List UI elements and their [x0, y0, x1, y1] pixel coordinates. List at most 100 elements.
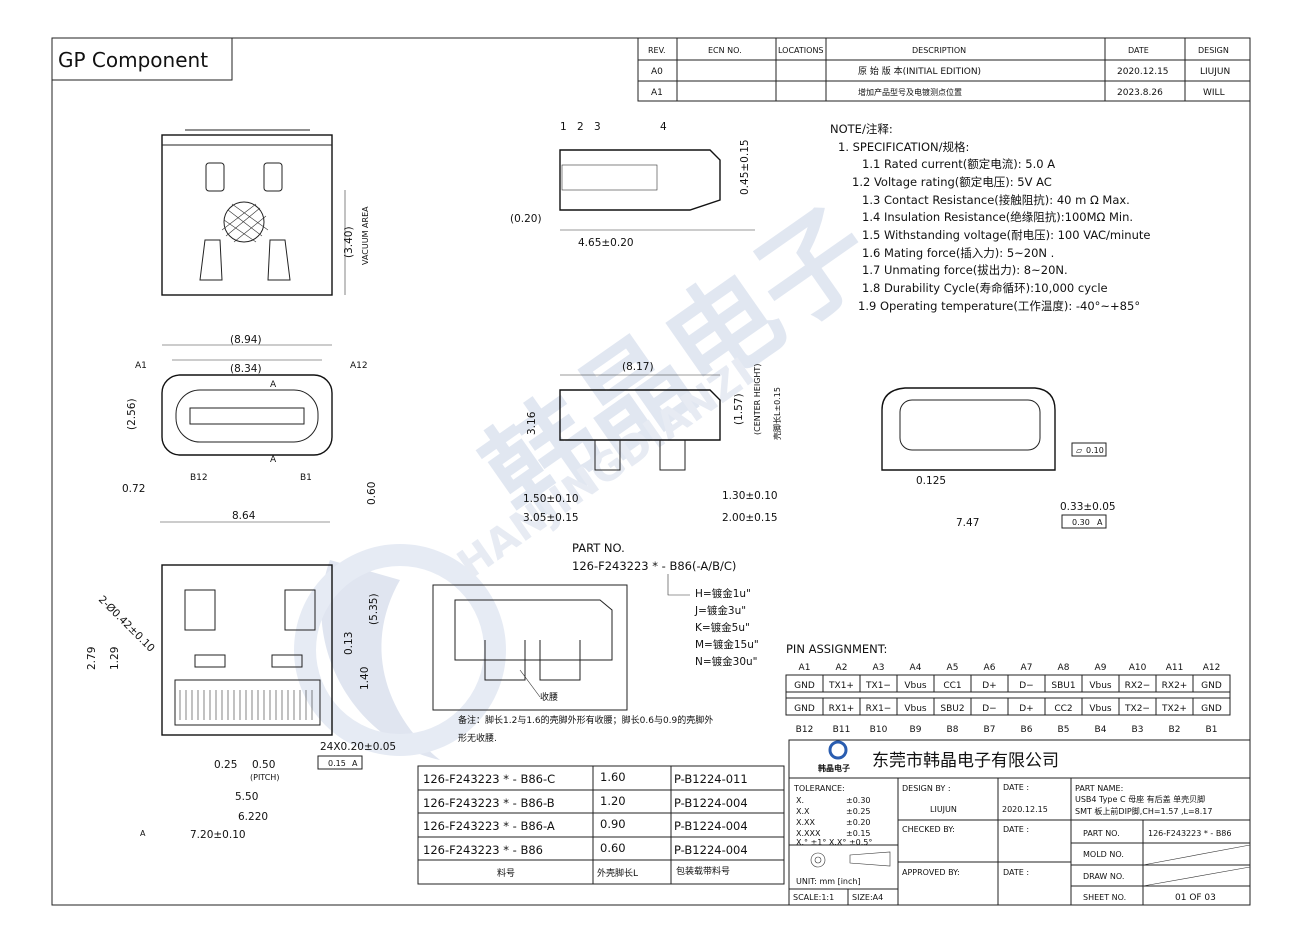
svg-text:(CENTER HEIGHT): (CENTER HEIGHT) — [753, 364, 762, 435]
svg-text:VACUUM AREA: VACUUM AREA — [361, 206, 370, 265]
pin-signal: Vbus — [1089, 681, 1112, 691]
svg-text:备注：脚长1.2与1.6的壳脚外形有收腰；脚长0.6与0.9: 备注：脚长1.2与1.6的壳脚外形有收腰；脚长0.6与0.9的壳脚外 — [458, 714, 713, 726]
svg-text:DATE :: DATE : — [1003, 825, 1029, 834]
watermark: 韩晶电子 HANJINGDIANZI — [294, 184, 895, 760]
svg-text:A: A — [140, 829, 146, 838]
svg-text:DRAW NO.: DRAW NO. — [1083, 872, 1124, 881]
svg-text:0.90: 0.90 — [600, 817, 626, 831]
pin-label: B11 — [833, 725, 851, 735]
svg-text:±0.30: ±0.30 — [846, 796, 871, 805]
svg-text:X.° ±1° X.X° ±0.5°: X.° ±1° X.X° ±0.5° — [796, 838, 872, 847]
svg-text:LOCATIONS: LOCATIONS — [778, 46, 824, 55]
part-number-legend: PART NO. 126-F243223 * - B86(-A/B/C) H=镀… — [572, 541, 759, 668]
svg-text:PART NAME:: PART NAME: — [1075, 784, 1123, 793]
svg-text:B12: B12 — [190, 473, 208, 483]
svg-text:A: A — [352, 759, 358, 768]
pin-label: A9 — [1095, 663, 1107, 673]
svg-text:1.60: 1.60 — [600, 770, 626, 784]
spec-notes: NOTE/注释: 1. SPECIFICATION/规格: 1.1 Rated … — [830, 122, 1150, 313]
svg-text:韩晶电子: 韩晶电子 — [818, 763, 850, 773]
pin-signal: RX2+ — [1162, 681, 1188, 691]
svg-text:8.64: 8.64 — [232, 510, 256, 522]
pin-signal: TX1+ — [828, 681, 854, 691]
pin-assignment: PIN ASSIGNMENT: A1GNDGNDB12A2TX1+RX1+B11… — [785, 642, 1231, 735]
svg-text:形无收腰.: 形无收腰. — [458, 732, 497, 744]
svg-text:1.3 Contact Resistance(接触阻抗): 1.3 Contact Resistance(接触阻抗): 40 m Ω Max… — [862, 193, 1130, 207]
svg-text:0.25: 0.25 — [214, 759, 237, 771]
title-block: 韩晶电子 东莞市韩晶电子有限公司 TOLERANCE: X.±0.30 X.X±… — [788, 739, 1251, 906]
svg-text:(1.57): (1.57) — [733, 393, 745, 425]
svg-text:1.29: 1.29 — [109, 647, 121, 670]
svg-text:MOLD NO.: MOLD NO. — [1083, 850, 1124, 859]
svg-text:A: A — [270, 455, 277, 465]
svg-text:料号: 料号 — [497, 867, 515, 879]
svg-text:3.16: 3.16 — [526, 411, 538, 435]
svg-text:(3.40): (3.40) — [343, 226, 355, 258]
svg-text:X.XXX: X.XXX — [796, 829, 821, 838]
pin-label: A2 — [836, 663, 848, 673]
svg-text:6.220: 6.220 — [238, 811, 268, 823]
pin-label: A11 — [1166, 663, 1184, 673]
svg-text:韩晶电子: 韩晶电子 — [461, 184, 895, 541]
svg-text:收腰: 收腰 — [540, 691, 558, 703]
svg-text:原 始 版 本(INITIAL EDITION): 原 始 版 本(INITIAL EDITION) — [858, 65, 981, 77]
svg-text:±0.25: ±0.25 — [846, 807, 871, 816]
svg-text:PIN ASSIGNMENT:: PIN ASSIGNMENT: — [786, 642, 887, 656]
svg-text:1.20: 1.20 — [600, 794, 626, 808]
svg-text:(8.94): (8.94) — [230, 334, 262, 346]
svg-text:2.79: 2.79 — [86, 647, 98, 670]
svg-text:P-B1224-011: P-B1224-011 — [674, 772, 748, 786]
pin-label: A10 — [1129, 663, 1147, 673]
svg-text:LIUJUN: LIUJUN — [930, 805, 957, 814]
pin-signal: Vbus — [904, 704, 927, 714]
pin-label: B3 — [1132, 725, 1144, 735]
side-view: 1 2 3 4 0.45±0.15 (0.20) 4.65±0.20 — [510, 121, 755, 249]
svg-text:CHECKED BY:: CHECKED BY: — [902, 825, 955, 834]
svg-text:东莞市韩晶电子有限公司: 东莞市韩晶电子有限公司 — [872, 751, 1059, 771]
svg-text:126-F243223 * - B86-C: 126-F243223 * - B86-C — [423, 772, 555, 786]
svg-text:⏥: ⏥ — [1076, 446, 1083, 455]
svg-text:0.60: 0.60 — [600, 841, 626, 855]
front-view: (8.94) (8.34) A1 A12 A A B12 B1 (2.56) 0… — [122, 334, 378, 523]
svg-text:SIZE:A4: SIZE:A4 — [852, 893, 883, 902]
svg-text:126-F243223 * - B86: 126-F243223 * - B86 — [1148, 829, 1231, 838]
svg-text:外壳脚长L: 外壳脚长L — [597, 867, 638, 879]
svg-text:壳脚长L±0.15: 壳脚长L±0.15 — [772, 387, 782, 440]
pin-signal: RX1+ — [829, 704, 855, 714]
pin-signal: GND — [794, 704, 815, 714]
svg-text:(2.56): (2.56) — [126, 398, 138, 430]
svg-text:(PITCH): (PITCH) — [250, 773, 279, 782]
pin-signal: Vbus — [904, 681, 927, 691]
svg-text:1.9 Operating temperature(工作温度: 1.9 Operating temperature(工作温度): -40°~+8… — [858, 299, 1140, 313]
projection-symbol-icon — [810, 852, 826, 868]
pin-signal: GND — [794, 681, 815, 691]
svg-text:1: 1 — [560, 121, 567, 133]
svg-text:UNIT: mm [inch]: UNIT: mm [inch] — [796, 877, 861, 886]
pin-signal: RX2− — [1125, 681, 1151, 691]
svg-text:±0.15: ±0.15 — [846, 829, 871, 838]
svg-text:P-B1224-004: P-B1224-004 — [674, 819, 748, 833]
pin-label: B5 — [1058, 725, 1070, 735]
pin-label: A8 — [1058, 663, 1070, 673]
revision-table: REV. ECN NO. LOCATIONS DESCRIPTION DATE … — [637, 37, 1251, 102]
svg-text:A1: A1 — [135, 361, 147, 371]
svg-text:A0: A0 — [651, 67, 663, 77]
svg-text:P-B1224-004: P-B1224-004 — [674, 796, 748, 810]
svg-text:TOLERANCE:: TOLERANCE: — [793, 784, 845, 793]
svg-text:PART NO.: PART NO. — [1083, 829, 1120, 838]
pin-label: A7 — [1021, 663, 1033, 673]
svg-text:(0.20): (0.20) — [510, 213, 542, 225]
pin-signal: SBU2 — [940, 704, 964, 714]
svg-text:3: 3 — [594, 121, 601, 133]
svg-text:H=镀金1u": H=镀金1u" — [695, 587, 751, 600]
svg-text:USB4 Type C 母座 有后盖 单壳贝脚: USB4 Type C 母座 有后盖 单壳贝脚 — [1075, 794, 1205, 804]
svg-text:包装载带料号: 包装载带料号 — [676, 865, 730, 877]
svg-text:126-F243223 * - B86-A: 126-F243223 * - B86-A — [423, 819, 555, 833]
svg-text:01 OF 03: 01 OF 03 — [1175, 893, 1216, 903]
svg-text:0.33±0.05: 0.33±0.05 — [1060, 501, 1116, 513]
svg-text:1.5 Withstanding voltage(耐电压: 1.5 Withstanding voltage(耐电压): 100 VAC/m… — [862, 228, 1150, 242]
svg-text:2-Ø0.42±0.10: 2-Ø0.42±0.10 — [96, 594, 157, 655]
svg-text:P-B1224-004: P-B1224-004 — [674, 843, 748, 857]
svg-text:DESIGN BY :: DESIGN BY : — [902, 784, 951, 793]
svg-text:1.7 Unmating force(拔出力): 8~2: 1.7 Unmating force(拔出力): 8~20N. — [862, 263, 1068, 277]
